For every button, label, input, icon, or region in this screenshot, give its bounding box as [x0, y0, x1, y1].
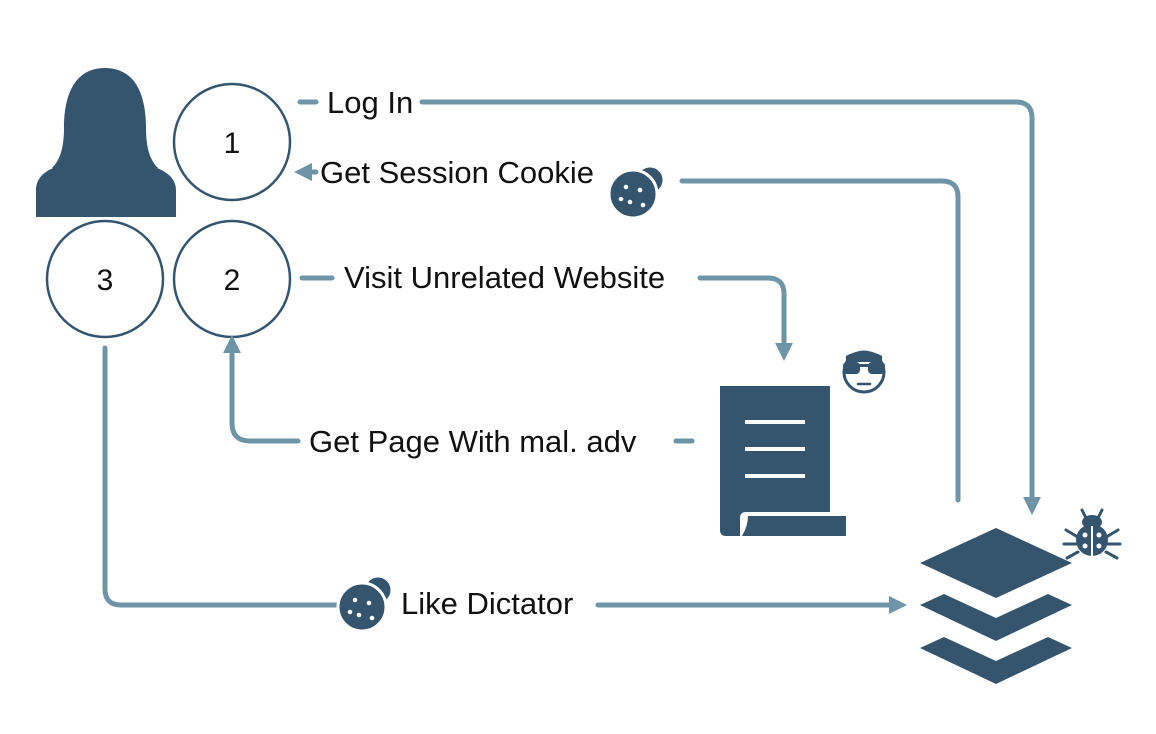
get-session-cookie-label: Get Session Cookie [320, 155, 594, 190]
get-page-arrow [223, 335, 695, 444]
step-circle-3: 3 [45, 219, 165, 339]
visit-unrelated-arrow [299, 275, 793, 361]
visit-unrelated-label: Visit Unrelated Website [344, 260, 665, 295]
bug-icon [1062, 508, 1122, 560]
cookie-icon [336, 574, 394, 633]
like-dictator-arrow [102, 345, 907, 614]
log-in-label: Log In [327, 85, 413, 120]
attacker-icon [842, 350, 886, 394]
cookie-icon [607, 164, 666, 220]
get-page-label: Get Page With mal. adv [309, 424, 637, 459]
step-circle-1: 1 [172, 82, 292, 202]
get-session-cookie-arrow [294, 163, 961, 503]
step-circle-2: 2 [172, 219, 292, 339]
server-stack-icon [920, 528, 1072, 684]
step-number: 2 [224, 264, 241, 297]
user-icon [36, 68, 176, 217]
log-in-arrow [297, 99, 1041, 515]
step-number: 3 [97, 264, 114, 297]
document-icon [720, 386, 846, 536]
step-number: 1 [224, 127, 241, 160]
like-dictator-label: Like Dictator [401, 586, 573, 621]
